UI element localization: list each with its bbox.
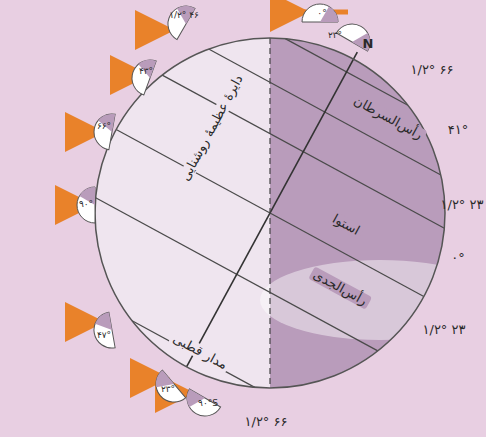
- degree-label: ۰°: [317, 9, 326, 19]
- dial-shape: [77, 187, 95, 223]
- dial-wedge: [97, 112, 115, 132]
- sun-angle-dials: [77, 0, 377, 423]
- dial-wedge: [94, 312, 112, 332]
- angle-dial: [149, 370, 186, 409]
- angle-dial: [180, 389, 220, 423]
- degree-label: ۲۳ ۱/۲°: [423, 323, 466, 337]
- sun-ray: [0, 130, 95, 135]
- earth-outline: [95, 38, 445, 388]
- dial-shape: [91, 111, 115, 150]
- angle-dial: [336, 17, 376, 51]
- degree-label: ۹۰°: [79, 200, 93, 210]
- angle-dial: [127, 55, 156, 95]
- dial-wedge: [352, 28, 375, 51]
- degree-label: ۴۶ ۱/۲°: [169, 11, 199, 21]
- illumination-line: [269, 38, 270, 388]
- dial-shape: [180, 389, 220, 423]
- dial-wedge: [135, 56, 156, 78]
- sun-ray: [0, 28, 165, 33]
- degree-label: ۶۶ ۱/۲°: [245, 415, 288, 429]
- degree-label: ۲۳ ۱/۲°: [441, 198, 484, 212]
- degree-label: ۴۷°: [97, 331, 111, 341]
- sun-ray: [0, 320, 95, 325]
- earth-axis: [187, 52, 358, 367]
- dial-shape: [127, 55, 156, 95]
- angle-dial: [91, 312, 115, 351]
- dial-shape: [336, 17, 376, 51]
- degree-label: ۲۳°: [161, 385, 175, 395]
- dial-shape: [149, 370, 186, 409]
- sun-ray: [0, 10, 300, 15]
- degree-label: ۴۱°: [448, 123, 468, 137]
- dial-shape: [302, 4, 338, 22]
- night-glow: [260, 260, 486, 340]
- latitude-lines: [96, 39, 445, 388]
- degree-label: ۹۰°S: [198, 399, 218, 409]
- degree-label: ۶۶°: [97, 122, 111, 132]
- degree-label: N: [363, 37, 374, 51]
- sun-ray: [0, 203, 85, 208]
- degree-label: ۲۳°: [328, 31, 342, 41]
- sun-ray: [0, 73, 140, 78]
- degree-label: ۰°: [451, 251, 464, 265]
- angle-dial: [91, 111, 115, 150]
- angle-dial: [77, 187, 95, 223]
- dial-shape: [91, 312, 115, 351]
- degree-label: ۴۳°: [139, 67, 153, 77]
- degree-label: ۶۶ ۱/۲°: [411, 63, 454, 77]
- night-side: [270, 30, 450, 400]
- latitude-line: [132, 321, 255, 388]
- sun-ray: [0, 376, 160, 381]
- angle-dial: [302, 4, 338, 22]
